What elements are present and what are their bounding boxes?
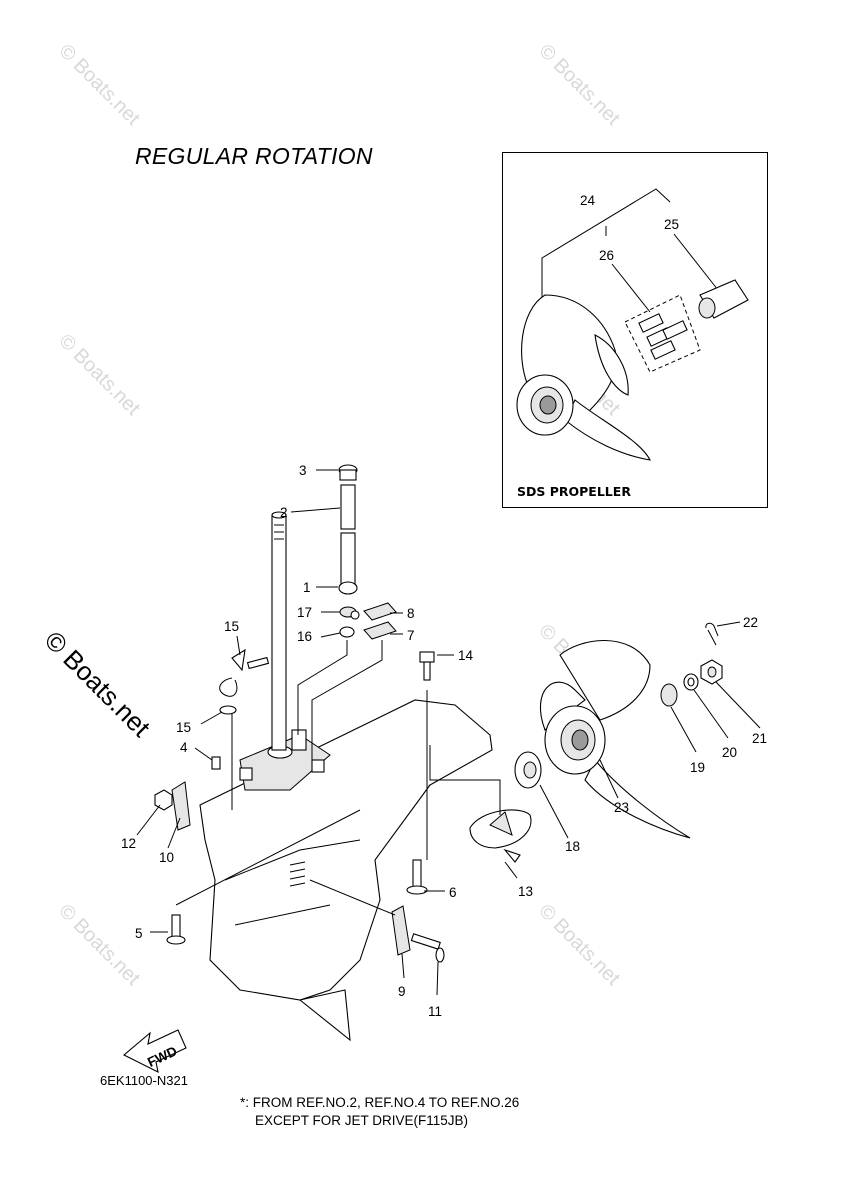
shift-rod-parts bbox=[297, 464, 397, 760]
sds-propeller-drawing bbox=[516, 188, 749, 461]
callout-20: 20 bbox=[722, 745, 737, 760]
diagram-code: 6EK1100-N321 bbox=[100, 1073, 188, 1088]
callout-21: 21 bbox=[752, 731, 767, 746]
callout-13: 13 bbox=[518, 884, 533, 899]
callout-6: 6 bbox=[449, 885, 457, 900]
callout-26: 26 bbox=[599, 248, 614, 263]
propeller-group bbox=[514, 622, 723, 839]
diagram-title: REGULAR ROTATION bbox=[135, 143, 373, 169]
callout-23: 23 bbox=[614, 800, 629, 815]
callout-19: 19 bbox=[690, 760, 705, 775]
callout-15-lower: 15 bbox=[176, 720, 191, 735]
inset-label: SDS PROPELLER bbox=[517, 484, 631, 499]
callout-4: 4 bbox=[180, 740, 188, 755]
footnote: *: FROM REF.NO.2, REF.NO.4 TO REF.NO.26 … bbox=[240, 1094, 519, 1130]
fwd-arrow-icon: FWD bbox=[123, 1029, 187, 1073]
callout-1: 1 bbox=[303, 580, 311, 595]
callout-18: 18 bbox=[565, 839, 580, 854]
callout-labels: 3 2 1 17 16 8 7 15 15 4 12 10 14 6 5 9 1… bbox=[121, 193, 767, 1019]
callout-7: 7 bbox=[407, 628, 415, 643]
sds-propeller-inset: SDS PROPELLER bbox=[502, 152, 768, 508]
callout-9: 9 bbox=[398, 984, 406, 999]
callout-2: 2 bbox=[280, 505, 288, 520]
callout-3: 3 bbox=[299, 463, 307, 478]
callout-22: 22 bbox=[743, 615, 758, 630]
callout-8: 8 bbox=[407, 606, 415, 621]
footnote-line-1: *: FROM REF.NO.2, REF.NO.4 TO REF.NO.26 bbox=[240, 1095, 520, 1110]
lower-unit-housing bbox=[199, 699, 493, 1042]
callout-14: 14 bbox=[458, 648, 474, 663]
callout-10: 10 bbox=[159, 850, 174, 865]
drive-shaft bbox=[271, 511, 287, 751]
callout-12: 12 bbox=[121, 836, 136, 851]
callout-24: 24 bbox=[580, 193, 596, 208]
callout-25: 25 bbox=[664, 217, 679, 232]
callout-17: 17 bbox=[297, 605, 312, 620]
trim-tab bbox=[429, 745, 532, 863]
callout-15-upper: 15 bbox=[224, 619, 239, 634]
callout-5: 5 bbox=[135, 926, 143, 941]
footnote-line-2: EXCEPT FOR JET DRIVE(F115JB) bbox=[255, 1113, 469, 1128]
callout-16: 16 bbox=[297, 629, 312, 644]
callout-11: 11 bbox=[428, 1004, 442, 1019]
fasteners bbox=[154, 648, 445, 963]
leader-lines bbox=[136, 469, 761, 996]
